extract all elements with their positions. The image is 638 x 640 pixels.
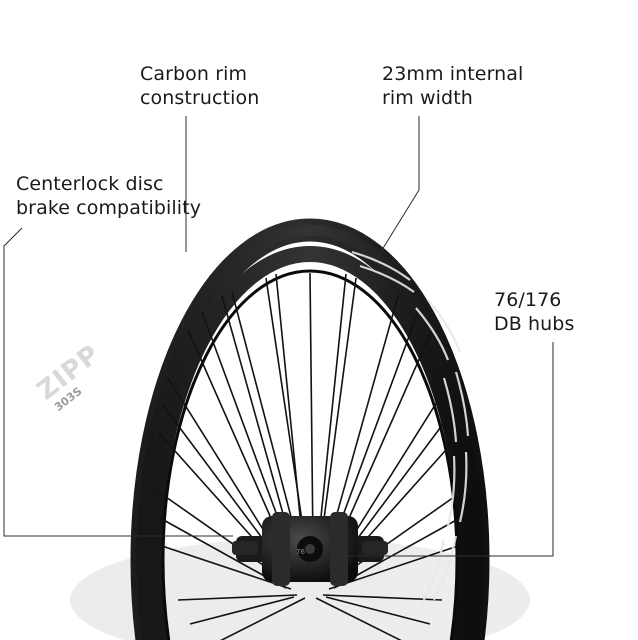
callout-label-centerlock: Centerlock disc brake compatibility — [16, 173, 202, 219]
rim-decal-brand: ZIPP 303S — [32, 339, 106, 414]
callout-label-internal-width: 23mm internal rim width — [382, 63, 524, 109]
carbon-rim — [136, 224, 484, 640]
callout-label-carbon-rim: Carbon rim construction — [140, 63, 260, 109]
rim-bed — [146, 246, 474, 640]
svg-text:76: 76 — [296, 548, 305, 556]
wheel-group: 76 ZIPP 303S — [32, 218, 530, 640]
rim-inner-edge — [161, 269, 459, 640]
callout-label-hubs: 76/176 DB hubs — [494, 289, 575, 335]
